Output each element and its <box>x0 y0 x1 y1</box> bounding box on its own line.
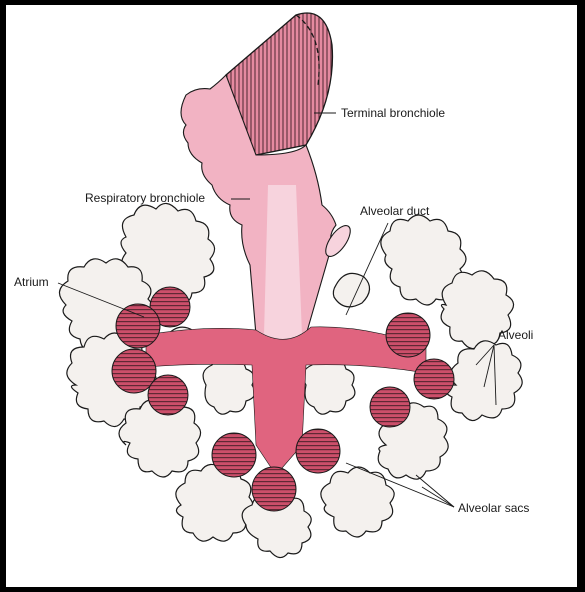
diagram-frame: Terminal bronchiole Respiratory bronchio… <box>6 5 577 587</box>
sac-bottom-2 <box>296 429 340 473</box>
sac-left-4 <box>148 375 188 415</box>
label-terminal-bronchiole: Terminal bronchiole <box>341 106 445 120</box>
sac-bottom-1 <box>212 433 256 477</box>
sac-left-2 <box>116 304 160 348</box>
label-respiratory-bronchiole: Respiratory bronchiole <box>85 191 205 205</box>
sac-right-1 <box>386 313 430 357</box>
label-alveolar-duct: Alveolar duct <box>360 204 430 218</box>
sac-right-3 <box>370 387 410 427</box>
sac-right-2 <box>414 359 454 399</box>
sac-bottom-3 <box>252 467 296 511</box>
label-atrium: Atrium <box>14 275 49 289</box>
alveolar-anatomy-diagram: Terminal bronchiole Respiratory bronchio… <box>6 5 577 587</box>
label-alveolar-sacs: Alveolar sacs <box>458 501 529 515</box>
label-alveoli: Alveoli <box>498 328 533 342</box>
